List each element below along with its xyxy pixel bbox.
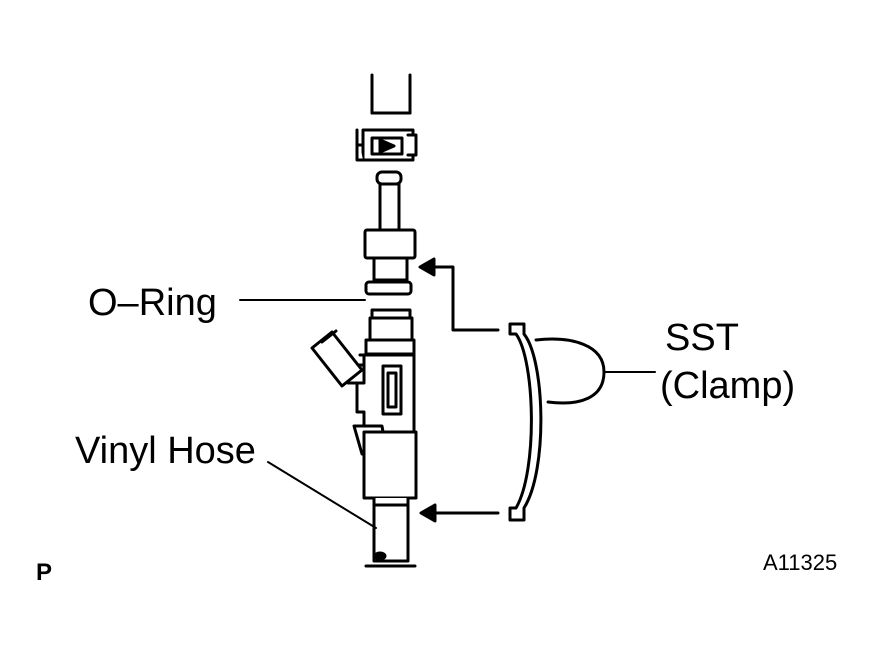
leader-vinyl-hose — [267, 461, 377, 529]
clamp-arrow-upper — [418, 257, 500, 332]
delivery-pipe — [370, 73, 412, 115]
sst-clamp — [508, 322, 606, 522]
fuel-injector — [310, 308, 418, 507]
o-ring — [364, 280, 413, 296]
label-vinyl-hose: Vinyl Hose — [75, 430, 256, 472]
pipe-clip — [355, 128, 418, 162]
figure-code: A11325 — [763, 550, 837, 575]
label-o-ring: O–Ring — [88, 282, 217, 324]
label-clamp: (Clamp) — [660, 365, 795, 407]
pipe-nipple — [375, 170, 403, 232]
vinyl-hose — [364, 503, 417, 568]
clamp-arrow-lower — [419, 503, 500, 523]
corner-mark: P — [36, 559, 52, 586]
union-body — [363, 228, 417, 282]
label-sst: SST — [665, 317, 739, 359]
